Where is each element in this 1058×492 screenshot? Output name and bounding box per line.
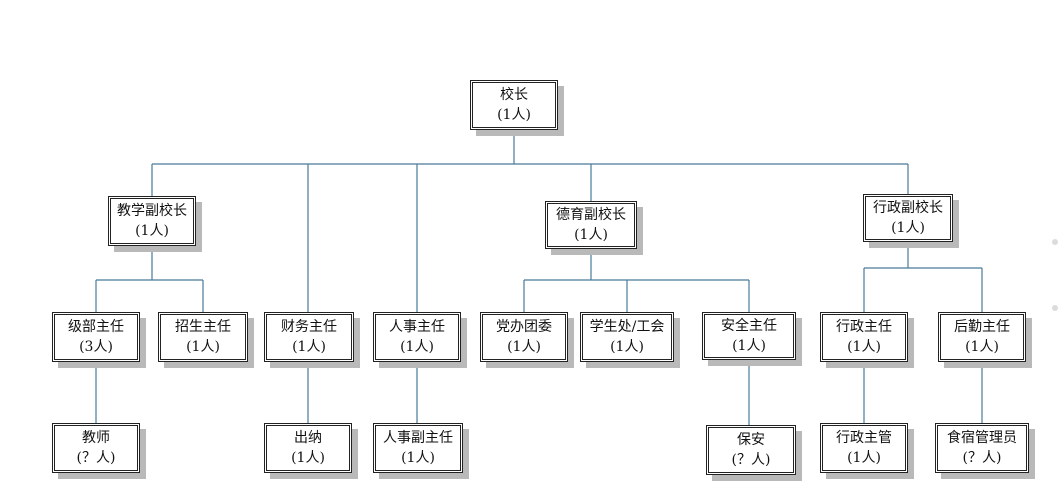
node-student-union: 学生处/工会 (1人) xyxy=(580,312,674,362)
node-count: (1人) xyxy=(574,227,608,243)
edge-dot-top xyxy=(1052,239,1058,245)
node-count: (1人) xyxy=(847,450,881,466)
node-count: (1人) xyxy=(732,338,766,354)
node-count: (1人) xyxy=(610,339,644,355)
node-title: 级部主任 xyxy=(68,319,124,335)
node-title: 出纳 xyxy=(294,430,322,446)
node-hr-deputy: 人事副主任 (1人) xyxy=(373,423,463,473)
node-dorm-manager: 食宿管理员 (？人) xyxy=(935,423,1029,473)
node-admin-supervisor: 行政主管 (1人) xyxy=(820,423,908,473)
edge-dot-bottom xyxy=(1052,305,1058,311)
node-count: (1人) xyxy=(965,339,999,355)
node-title: 人事副主任 xyxy=(383,430,453,446)
node-title: 德育副校长 xyxy=(556,207,626,223)
node-count: (？人) xyxy=(731,452,771,468)
node-count: (1人) xyxy=(186,339,220,355)
node-safety-director: 安全主任 (1人) xyxy=(702,312,796,360)
node-title: 保安 xyxy=(737,432,765,448)
node-hr-director: 人事主任 (1人) xyxy=(373,312,461,362)
node-count: (1人) xyxy=(507,339,541,355)
node-title: 党办团委 xyxy=(496,319,552,335)
node-count: (？人) xyxy=(76,450,116,466)
node-count: (1人) xyxy=(891,220,925,236)
node-title: 安全主任 xyxy=(721,318,777,334)
node-title: 行政主任 xyxy=(836,319,892,335)
node-title: 后勤主任 xyxy=(954,319,1010,335)
node-grade-director: 级部主任 (3人) xyxy=(52,312,140,362)
node-cashier: 出纳 (1人) xyxy=(264,423,352,473)
node-count: (1人) xyxy=(400,339,434,355)
node-enrollment-director: 招生主任 (1人) xyxy=(158,312,248,362)
node-logistics-director: 后勤主任 (1人) xyxy=(938,312,1026,362)
node-security-guard: 保安 (？人) xyxy=(706,425,796,475)
node-title: 教学副校长 xyxy=(117,203,187,219)
node-finance-director: 财务主任 (1人) xyxy=(264,312,354,362)
node-count: (1人) xyxy=(292,339,326,355)
node-principal: 校长 (1人) xyxy=(470,80,558,130)
node-party-office: 党办团委 (1人) xyxy=(480,312,568,362)
node-title: 教师 xyxy=(82,430,110,446)
node-title: 行政副校长 xyxy=(873,200,943,216)
node-count: (？人) xyxy=(962,450,1002,466)
node-count: (3人) xyxy=(79,339,113,355)
node-title: 人事主任 xyxy=(389,319,445,335)
node-admin-director: 行政主任 (1人) xyxy=(820,312,908,362)
node-title: 食宿管理员 xyxy=(947,430,1017,446)
node-count: (1人) xyxy=(135,223,169,239)
node-count: (1人) xyxy=(401,450,435,466)
node-count: (1人) xyxy=(291,450,325,466)
node-teacher: 教师 (？人) xyxy=(52,423,140,473)
node-title: 财务主任 xyxy=(281,319,337,335)
node-title: 行政主管 xyxy=(836,430,892,446)
node-vp-teaching: 教学副校长 (1人) xyxy=(108,196,196,246)
node-title: 招生主任 xyxy=(175,319,231,335)
node-count: (1人) xyxy=(847,339,881,355)
node-vp-moral: 德育副校长 (1人) xyxy=(545,201,637,249)
node-count: (1人) xyxy=(497,107,531,123)
node-vp-admin: 行政副校长 (1人) xyxy=(863,194,953,242)
node-title: 校长 xyxy=(500,87,528,103)
node-title: 学生处/工会 xyxy=(589,319,665,335)
